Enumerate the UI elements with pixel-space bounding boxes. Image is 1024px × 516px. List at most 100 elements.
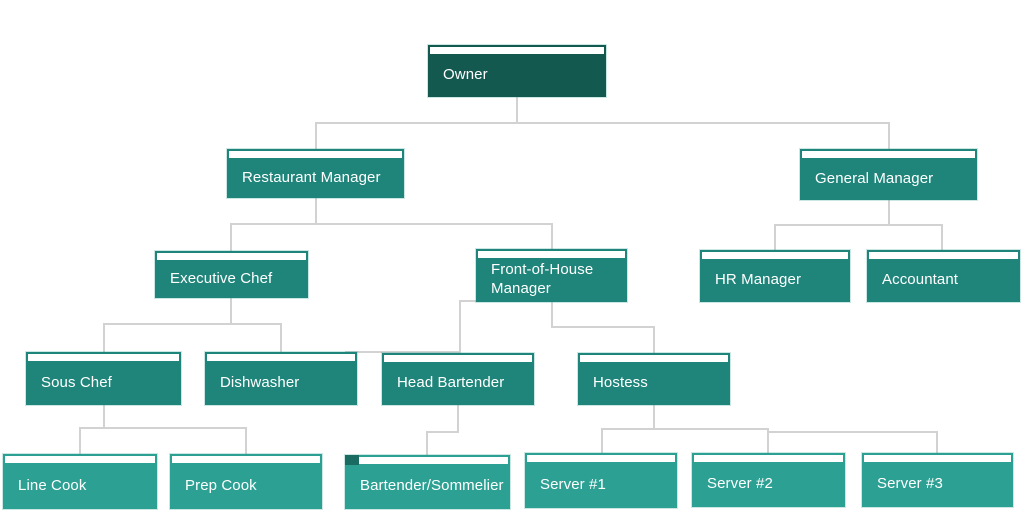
- node-header-strip: [229, 151, 402, 158]
- org-node-general-manager[interactable]: General Manager: [800, 149, 977, 200]
- connector-line: [459, 300, 461, 353]
- connector-line: [941, 224, 943, 250]
- node-header-strip: [694, 455, 843, 462]
- node-label: Executive Chef: [170, 269, 273, 287]
- connector-line: [103, 323, 105, 352]
- node-label: Front-of-House Manager: [491, 261, 594, 297]
- connector-line: [230, 298, 232, 325]
- node-body: Accountant: [869, 259, 1018, 300]
- node-header-strip: [869, 252, 1018, 259]
- node-label: Accountant: [882, 271, 959, 288]
- node-body: General Manager: [802, 158, 975, 198]
- connector-line: [936, 431, 938, 453]
- connector-line: [230, 223, 552, 225]
- node-header-strip: [430, 47, 604, 54]
- connector-line: [774, 224, 776, 250]
- connector-line: [653, 326, 655, 353]
- org-node-accountant[interactable]: Accountant: [867, 250, 1020, 302]
- connector-line: [888, 200, 890, 226]
- org-node-server-3[interactable]: Server #3: [862, 453, 1013, 507]
- org-node-executive-chef[interactable]: Executive Chef: [155, 251, 308, 298]
- org-node-restaurant-manager[interactable]: Restaurant Manager: [227, 149, 404, 198]
- corner-artifact: [345, 455, 359, 465]
- node-body: Line Cook: [5, 463, 155, 507]
- node-label: Restaurant Manager: [242, 168, 381, 186]
- node-header-strip: [702, 252, 848, 259]
- connector-line: [774, 224, 943, 226]
- node-body: Server #1: [527, 462, 675, 506]
- node-header-strip: [864, 455, 1011, 462]
- connector-line: [79, 427, 247, 429]
- connector-line: [245, 427, 247, 454]
- node-label: Line Cook: [18, 476, 87, 494]
- connector-line: [888, 122, 890, 150]
- node-label: Server #3: [877, 475, 943, 492]
- node-body: Front-of-House Manager: [478, 258, 625, 300]
- node-label: Sous Chef: [41, 373, 112, 391]
- node-body: Dishwasher: [207, 361, 355, 403]
- connector-line: [551, 302, 553, 328]
- node-label: General Manager: [815, 169, 934, 187]
- connector-line: [426, 431, 459, 433]
- node-label: Server #2: [707, 475, 773, 492]
- connector-line: [315, 122, 890, 124]
- node-header-strip: [172, 456, 320, 463]
- org-node-prep-cook[interactable]: Prep Cook: [170, 454, 322, 509]
- org-node-line-cook[interactable]: Line Cook: [3, 454, 157, 509]
- node-body: Prep Cook: [172, 463, 320, 507]
- org-node-foh-manager[interactable]: Front-of-House Manager: [476, 249, 627, 302]
- connector-line: [457, 405, 459, 433]
- org-node-owner[interactable]: Owner: [428, 45, 606, 97]
- connector-line: [103, 405, 105, 429]
- node-header-strip: [384, 355, 532, 362]
- connector-line: [79, 427, 81, 454]
- node-header-strip: [207, 354, 355, 361]
- org-node-bartender-sommelier[interactable]: Bartender/Sommelier: [345, 455, 510, 509]
- connector-line: [601, 428, 769, 430]
- org-node-head-bartender[interactable]: Head Bartender: [382, 353, 534, 405]
- connector-line: [315, 198, 317, 225]
- node-label: Hostess: [593, 374, 648, 391]
- org-node-dishwasher[interactable]: Dishwasher: [205, 352, 357, 405]
- node-body: Server #3: [864, 462, 1011, 505]
- connector-line: [315, 122, 317, 150]
- node-body: Hostess: [580, 362, 728, 403]
- node-body: Bartender/Sommelier: [347, 464, 508, 507]
- org-node-sous-chef[interactable]: Sous Chef: [26, 352, 181, 405]
- node-header-strip: [28, 354, 179, 361]
- connector-line: [601, 428, 603, 453]
- node-body: Restaurant Manager: [229, 158, 402, 196]
- node-label: Server #1: [540, 475, 606, 493]
- connector-line: [767, 431, 938, 433]
- org-node-hr-manager[interactable]: HR Manager: [700, 250, 850, 302]
- connector-line: [280, 323, 282, 352]
- connector-line: [345, 351, 460, 353]
- connector-line: [653, 405, 655, 430]
- node-label: Bartender/Sommelier: [360, 477, 504, 494]
- node-body: Owner: [430, 54, 604, 95]
- node-header-strip: [580, 355, 728, 362]
- connector-line: [516, 97, 518, 123]
- connector-line: [230, 223, 232, 251]
- node-label: Head Bartender: [397, 374, 505, 391]
- node-body: Server #2: [694, 462, 843, 505]
- node-body: Sous Chef: [28, 361, 179, 403]
- node-header-strip: [157, 253, 306, 260]
- org-node-hostess[interactable]: Hostess: [578, 353, 730, 405]
- node-header-strip: [527, 455, 675, 462]
- node-header-strip: [5, 456, 155, 463]
- connector-line: [551, 223, 553, 249]
- node-header-strip: [347, 457, 508, 464]
- connector-line: [426, 431, 428, 455]
- node-label: Prep Cook: [185, 476, 257, 494]
- org-node-server-1[interactable]: Server #1: [525, 453, 677, 508]
- node-body: Executive Chef: [157, 260, 306, 296]
- connector-line: [103, 323, 282, 325]
- org-node-server-2[interactable]: Server #2: [692, 453, 845, 507]
- connector-line: [767, 428, 769, 453]
- node-body: HR Manager: [702, 259, 848, 300]
- connector-line: [551, 326, 655, 328]
- node-label: HR Manager: [715, 271, 802, 288]
- node-label: Dishwasher: [220, 373, 300, 391]
